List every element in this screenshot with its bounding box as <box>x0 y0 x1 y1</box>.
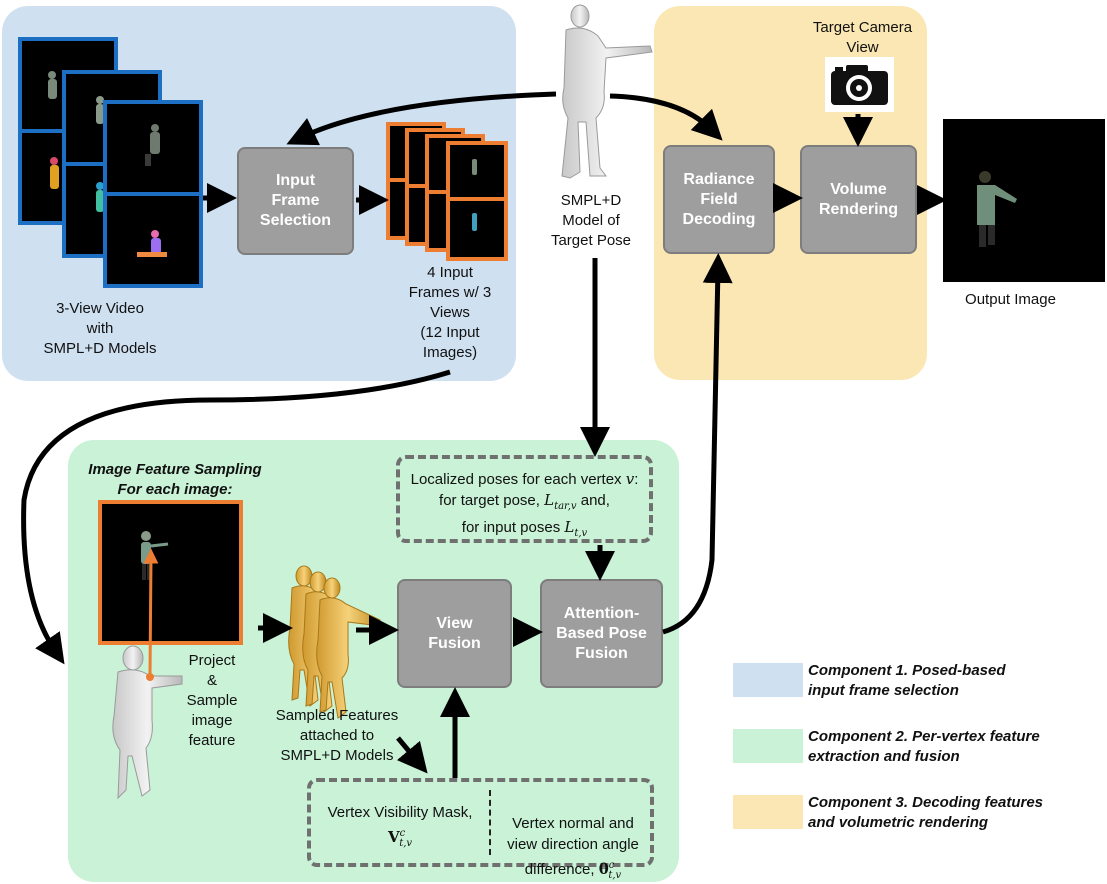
sampled-features-label: Sampled Features attached to SMPL+D Mode… <box>275 707 399 764</box>
visibility-mask-sup: c <box>399 828 406 839</box>
attention-pose-fusion-box: Attention- Based Pose Fusion <box>540 579 663 688</box>
localized-poses-line3: for input poses <box>461 519 565 536</box>
input-frame-selection-box: Input Frame Selection <box>237 147 354 255</box>
normal-angle-sub: t,v <box>608 870 622 881</box>
legend-text-component2: Component 2. Per-vertex feature extracti… <box>808 728 1040 765</box>
four-input-frames-label: 4 Input Frames w/ 3 Views (12 Input Imag… <box>408 264 492 361</box>
output-image-label: Output Image <box>965 291 1056 308</box>
project-sample-label: Project & Sample image feature <box>186 652 238 749</box>
target-camera-view-label: Target Camera View <box>812 19 913 56</box>
normal-angle-sup: c <box>608 860 615 871</box>
view-fusion-box: View Fusion <box>397 579 512 688</box>
output-image <box>943 119 1105 282</box>
input-frame-4 <box>446 141 508 261</box>
localized-poses-box: Localized poses for each vertex v: for t… <box>396 455 653 543</box>
radiance-field-decoding-box: Radiance Field Decoding <box>663 145 775 254</box>
localized-poses-line2-end: and, <box>576 492 610 509</box>
var-ltar: L <box>544 491 555 509</box>
var-lt: L <box>564 518 575 536</box>
visibility-mask-text: Vertex Visibility Mask, <box>327 804 473 821</box>
visibility-mask-symbol: V <box>387 828 400 846</box>
image-feature-sampling-title: Image Feature Sampling For each image: <box>88 461 262 498</box>
legend-text-component1: Component 1. Posed-based input frame sel… <box>808 662 1006 699</box>
visibility-normal-box: Vertex Visibility Mask, Vct,v Vertex nor… <box>307 778 654 881</box>
localized-poses-line2: for target pose, <box>439 492 545 509</box>
camera-icon <box>825 57 894 112</box>
video-frame-front <box>103 100 203 288</box>
legend-text-component3: Component 3. Decoding features and volum… <box>808 794 1044 831</box>
localized-poses-line1: Localized poses for each vertex <box>410 471 626 488</box>
sampling-image <box>98 500 243 645</box>
normal-angle-symbol: θ <box>598 860 609 878</box>
sub-ltar: tar,v <box>554 501 577 512</box>
smpl-model-label: SMPL+D Model of Target Pose <box>550 192 632 249</box>
three-view-video-label: 3-View Video with SMPL+D Models <box>43 300 157 357</box>
var-v: v <box>625 470 635 488</box>
legend-swatch-component3 <box>733 795 803 829</box>
legend-swatch-component1 <box>733 663 803 697</box>
visibility-mask-sub: t,v <box>399 838 413 849</box>
volume-rendering-box: Volume Rendering <box>800 145 917 254</box>
normal-angle-text: Vertex normal and view direction angle d… <box>507 815 639 878</box>
legend-swatch-component2 <box>733 729 803 763</box>
sub-lt: t,v <box>574 528 588 539</box>
colon: : <box>634 471 639 488</box>
